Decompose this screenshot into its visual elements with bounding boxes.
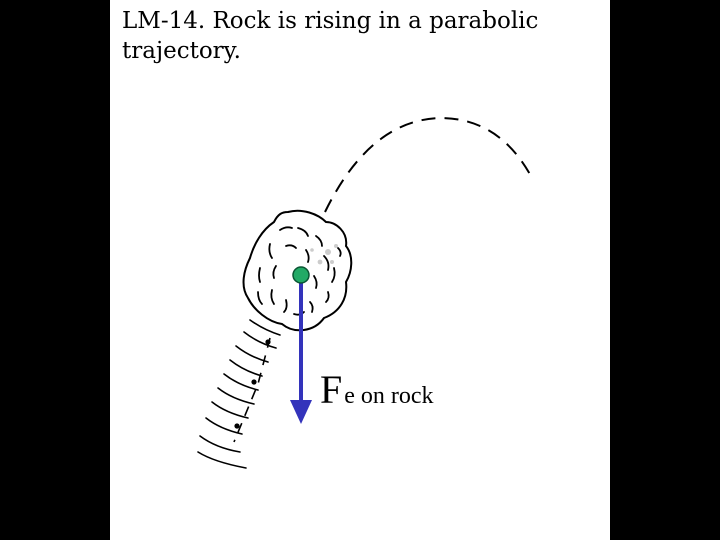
slide: LM-14. Rock is rising in a parabolic tra… [110, 0, 610, 540]
motion-streaks [197, 309, 285, 469]
trail-dots [234, 339, 271, 429]
force-symbol: F [320, 367, 343, 412]
slide-title: LM-14. Rock is rising in a parabolic tra… [122, 8, 539, 64]
trajectory-diagram [197, 116, 533, 469]
force-arrowhead [290, 400, 312, 424]
center-dot-icon [292, 266, 310, 284]
trajectory-path-ahead [324, 116, 533, 213]
force-subscript: e on rock [344, 383, 434, 409]
force-label: Fe on rock [320, 370, 434, 410]
